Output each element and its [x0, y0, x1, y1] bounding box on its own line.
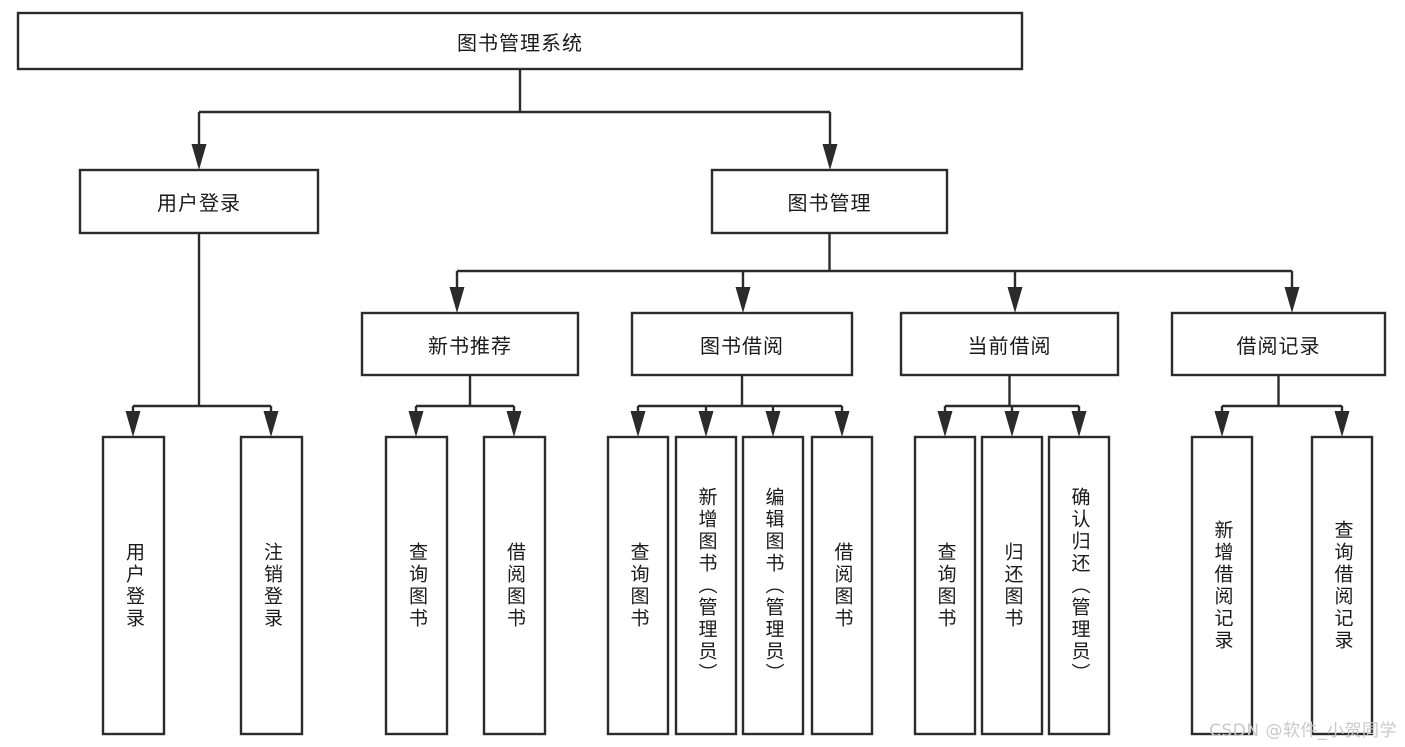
node-box-book-manage[interactable] — [710, 168, 949, 235]
node-box-current-borrow[interactable] — [899, 311, 1120, 377]
node-boxes-layer — [16, 11, 1387, 736]
arrow-head-icon — [765, 411, 781, 437]
node-box-borrow-record[interactable] — [1170, 311, 1387, 377]
arrow-head-icon — [1334, 411, 1350, 437]
arrow-head-icon — [1284, 287, 1300, 313]
node-box-book-borrow[interactable] — [630, 311, 854, 377]
connectors-layer — [125, 69, 1350, 437]
arrow-head-icon — [630, 411, 646, 437]
node-box-leaf-add-book[interactable] — [674, 435, 738, 736]
arrow-head-icon — [698, 411, 714, 437]
csdn-watermark: CSDN @软件_小贺同学 — [1209, 721, 1397, 741]
arrow-head-icon — [191, 144, 207, 170]
arrow-head-icon — [408, 411, 424, 437]
node-box-leaf-query-book-current[interactable] — [913, 435, 977, 736]
arrow-head-icon — [506, 411, 522, 437]
arrow-head-icon — [937, 411, 953, 437]
arrow-head-icon — [735, 287, 751, 313]
node-box-leaf-return-book[interactable] — [980, 435, 1044, 736]
node-box-leaf-query-record[interactable] — [1310, 435, 1374, 736]
node-box-leaf-borrow-book[interactable] — [810, 435, 874, 736]
arrow-head-icon — [125, 411, 141, 437]
node-box-leaf-user-login[interactable] — [101, 435, 166, 736]
node-box-new-book-recommend[interactable] — [360, 311, 580, 377]
node-box-root[interactable] — [16, 11, 1024, 71]
arrow-head-icon — [822, 144, 838, 170]
arrow-head-icon — [1004, 411, 1020, 437]
node-box-leaf-logout[interactable] — [239, 435, 304, 736]
arrow-head-icon — [263, 411, 279, 437]
arrow-head-icon — [1214, 411, 1230, 437]
arrow-head-icon — [1071, 411, 1087, 437]
node-box-leaf-query-book-borrow[interactable] — [606, 435, 670, 736]
arrow-head-icon — [834, 411, 850, 437]
node-box-leaf-edit-book[interactable] — [741, 435, 805, 736]
node-box-user-login[interactable] — [78, 168, 320, 235]
node-box-leaf-add-record[interactable] — [1190, 435, 1254, 736]
arrow-head-icon — [1007, 287, 1023, 313]
arrow-head-icon — [449, 287, 465, 313]
node-box-leaf-borrow-book-rec[interactable] — [482, 435, 547, 736]
node-box-leaf-confirm-return[interactable] — [1047, 435, 1111, 736]
node-box-leaf-query-book-rec[interactable] — [384, 435, 449, 736]
